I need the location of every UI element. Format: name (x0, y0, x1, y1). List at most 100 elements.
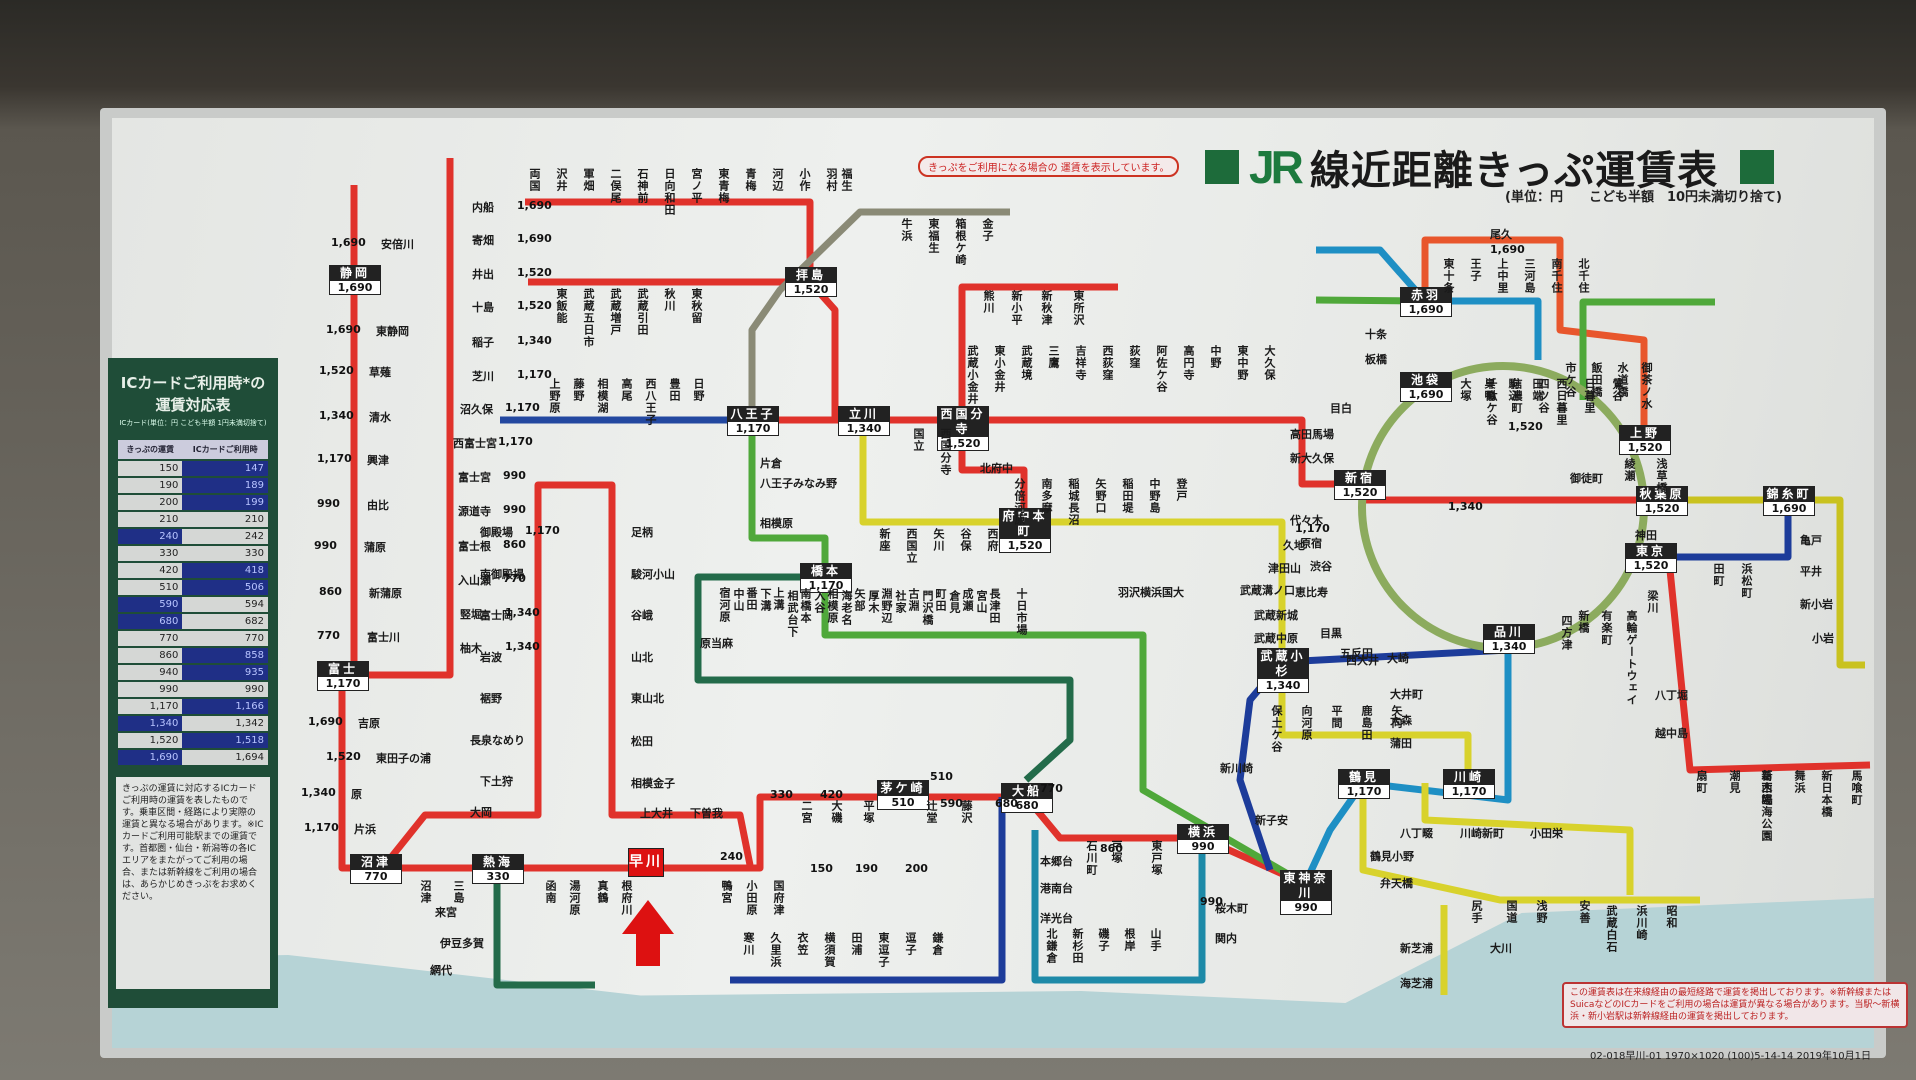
station-label-vertical: 湯河原 (568, 880, 581, 916)
station-label-vertical: 相模湖 (596, 378, 609, 414)
station-label-vertical: 三河島 (1523, 258, 1536, 294)
station-label: 相模原 (760, 517, 793, 530)
station-label: 越中島 (1655, 727, 1688, 740)
station-label-vertical: 市ケ谷 (1564, 362, 1577, 398)
station-label-vertical: 門沢橋 (921, 590, 934, 626)
station-label-vertical: 宮ノ平 (690, 168, 703, 204)
yokosuka-line (730, 797, 1006, 984)
station-label-vertical: 上野原 (548, 378, 561, 414)
station-label-vertical: 尻手 (1470, 900, 1483, 924)
station-label-vertical: 平塚 (862, 800, 875, 824)
station-label-vertical: 真鶴 (596, 880, 609, 904)
ticket-fare-cell: 330 (118, 546, 183, 561)
station-label-vertical: 西国立 (905, 528, 918, 564)
station-label: 駿河小山 (631, 568, 675, 581)
station-label: 蒲田 (1390, 737, 1412, 750)
station-label: 大岡 (470, 806, 492, 819)
station-name: 品川 (1484, 625, 1534, 640)
station-label: 津田山 (1268, 562, 1301, 575)
station-label-vertical: 大塚 (1459, 378, 1472, 402)
station-fare-label: 990 (317, 497, 340, 510)
station-label: 東静岡 (376, 325, 409, 338)
station-label-vertical: 日野 (692, 378, 705, 402)
station-fare-label: 770 (317, 629, 340, 642)
station-label-vertical: 羽村 (825, 168, 838, 192)
station-label-vertical: 南橋本 (799, 588, 812, 624)
station-label-vertical: 藤沢 (960, 800, 973, 824)
station-label: 洋光台 (1040, 912, 1073, 925)
ic-fare-cell: 1,518 (182, 733, 268, 748)
station-label-vertical: 向河原 (1300, 705, 1313, 741)
gotemba-line (382, 481, 754, 868)
station-name: 錦糸町 (1764, 487, 1814, 502)
station-label: 沼久保 (460, 403, 493, 416)
station-name: 熱海 (473, 855, 523, 870)
station-label-vertical: 石川町 (1085, 840, 1098, 876)
station-label-vertical: 武蔵五日市 (582, 288, 595, 348)
station-label: 井出 (472, 268, 494, 281)
station-fare: 1,170 (1451, 785, 1487, 798)
station-label-vertical: 新木場 (1760, 770, 1773, 806)
ic-fare-cell: 770 (182, 631, 268, 646)
station-label: 新川崎 (1220, 762, 1253, 775)
station-label: 下土狩 (480, 775, 513, 788)
station-fare-label: 1,690 (308, 715, 343, 728)
notice-top: きっぷをご利用になる場合の 運賃を表示しています。 (918, 156, 1180, 177)
current-location-arrow-stem (636, 932, 660, 966)
station-label-vertical: 豊田 (668, 378, 681, 402)
station-label-vertical: 上中里 (1496, 258, 1509, 294)
fare-mark: 1,520 (1508, 420, 1543, 433)
station-fare-label: 770 (503, 572, 526, 585)
station-label: 裾野 (480, 692, 502, 705)
station-name: 橋本 (801, 564, 851, 579)
ito-line (493, 868, 595, 989)
station-fare: 1,170 (1346, 785, 1382, 798)
station-label-vertical: 熊川 (982, 290, 995, 314)
station-label-vertical: 中野 (1209, 345, 1222, 369)
fare-mark: 200 (905, 862, 928, 875)
station-fare-label: 1,690 (517, 199, 552, 212)
station-label: 武蔵中原 (1254, 632, 1298, 645)
station-name: 赤羽 (1401, 288, 1451, 303)
station-label-vertical: 戸塚 (1110, 840, 1123, 864)
station-label: 富士宮 (458, 471, 491, 484)
unit-note: (単位：円 こども半額 10円未満切り捨て) (1505, 190, 1782, 205)
station-label-vertical: 秋川 (663, 288, 676, 312)
station-label-vertical: 高尾 (620, 378, 633, 402)
station-name: 拝島 (786, 268, 836, 283)
station-label-vertical: 東逗子 (877, 932, 890, 968)
station-label-vertical: 古淵 (907, 588, 920, 612)
fare-mark: 150 (810, 862, 833, 875)
station-label-vertical: 武蔵引田 (636, 288, 649, 336)
ic-title-line2: 運賃対応表 (155, 396, 231, 414)
station-label-vertical: 東飯能 (555, 288, 568, 324)
station-label-vertical: 宿河原 (718, 587, 731, 623)
fare-mark: 420 (820, 788, 843, 801)
station-label-vertical: 東福生 (927, 218, 940, 254)
station-name: 鶴見 (1339, 770, 1389, 785)
station-label-vertical: 田端 (1531, 378, 1544, 402)
station-label: 新芝浦 (1400, 942, 1433, 955)
ticket-fare-cell: 1,340 (118, 716, 183, 731)
station-label: 芝川 (472, 370, 494, 383)
station-label: 竪堀 (460, 608, 482, 621)
station-fare: 680 (1015, 799, 1039, 812)
station-label-vertical: 鎌倉 (931, 932, 944, 956)
station-name: 池袋 (1401, 373, 1451, 388)
station-label: 新小岩 (1800, 598, 1833, 611)
station-label-vertical: 北鎌倉 (1045, 928, 1058, 964)
ic-fare-cell: 210 (182, 512, 268, 527)
green-square-icon (1205, 150, 1239, 184)
